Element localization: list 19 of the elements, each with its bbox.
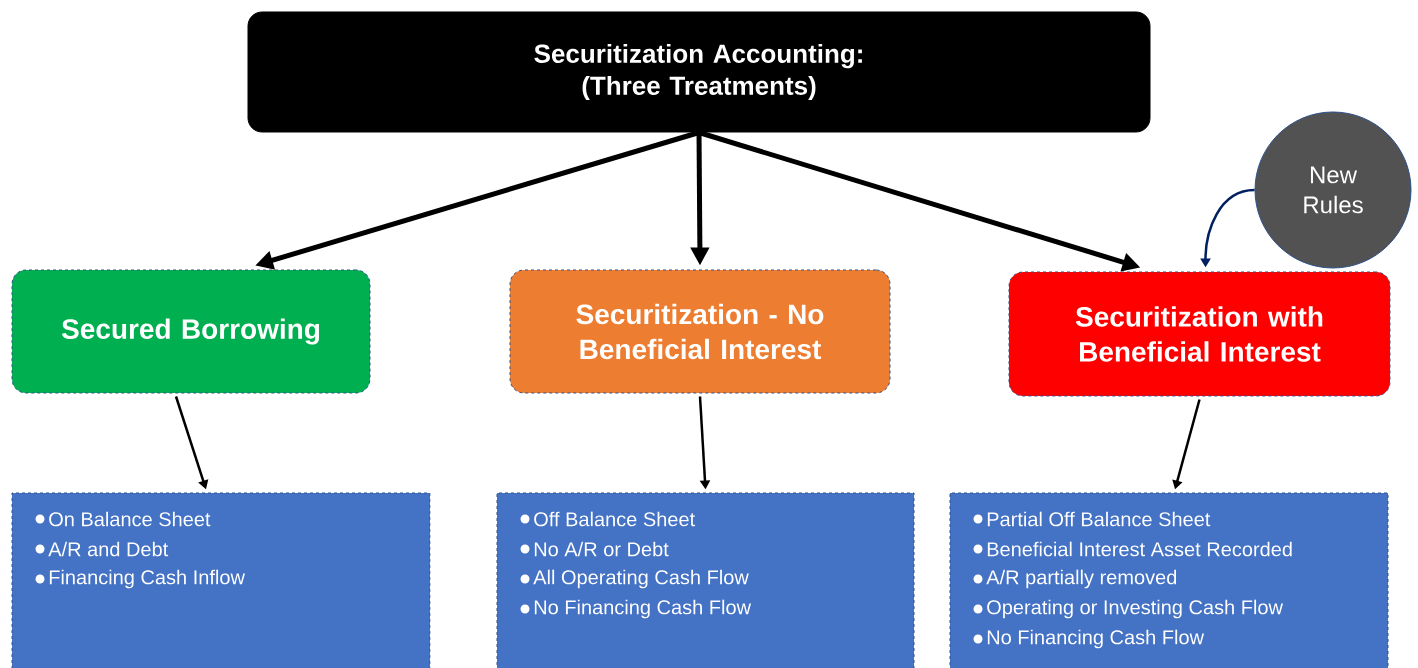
- bullet-item: Off Balance Sheet: [520, 511, 695, 527]
- bullet-item: A/R and Debt: [35, 541, 169, 557]
- bullet-item: Financing Cash Inflow: [35, 569, 245, 589]
- bullet-item: Operating or Investing Cash Flow: [973, 599, 1283, 619]
- title-box: Securitization Accounting: (Three Treatments): [247, 11, 1151, 133]
- bullet-item: Partial Off Balance Sheet: [973, 511, 1211, 527]
- list-box: [949, 492, 1389, 668]
- bullet-item: A/R partially removed: [973, 569, 1177, 589]
- treatment-box: Secured Borrowing: [11, 269, 371, 394]
- list-box: [11, 492, 431, 668]
- list-box: [496, 492, 915, 668]
- bullet-item: No A/R or Debt: [520, 541, 669, 557]
- bullet-item: On Balance Sheet: [35, 511, 211, 527]
- treatment-box: Securitization with Beneficial Interest: [1008, 271, 1391, 397]
- bullet-item: No Financing Cash Flow: [520, 599, 752, 619]
- bullet-item: All Operating Cash Flow: [520, 569, 749, 589]
- bullet-item: Beneficial Interest Asset Recorded: [973, 541, 1292, 557]
- treatment-box: Securitization - No Beneficial Interest: [509, 269, 891, 394]
- bullet-item: No Financing Cash Flow: [973, 629, 1205, 649]
